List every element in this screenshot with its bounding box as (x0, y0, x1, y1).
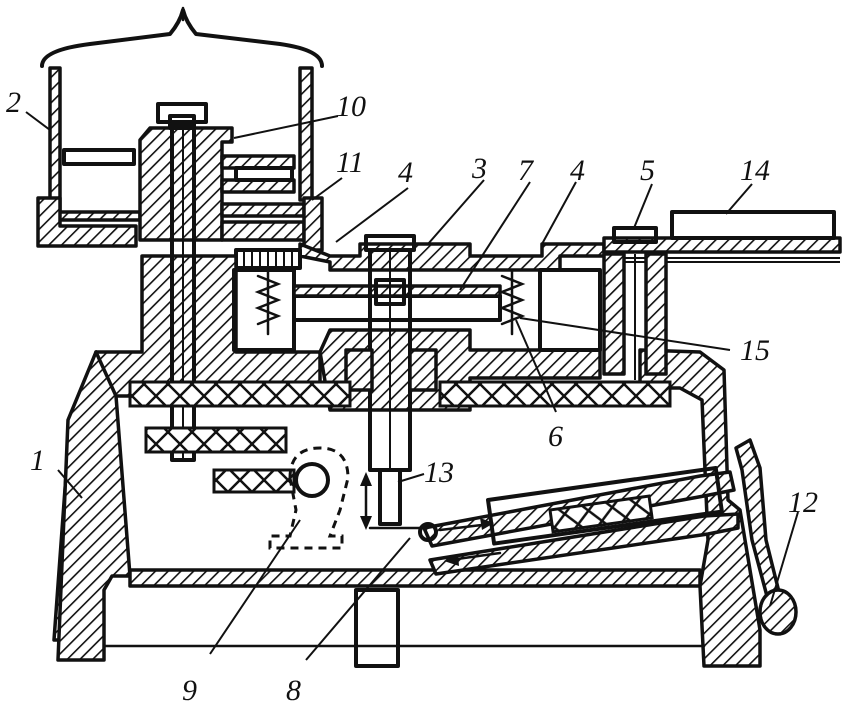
spring-right (498, 268, 526, 336)
label-4-left: 4 (398, 156, 413, 189)
label-4-right: 4 (570, 154, 585, 187)
gear-train (144, 426, 330, 498)
label-9: 9 (182, 674, 197, 707)
label-5: 5 (640, 154, 655, 187)
right-post (602, 226, 668, 380)
top-plate (298, 210, 842, 272)
cover-lid (40, 6, 324, 68)
label-15: 15 (740, 334, 770, 367)
gear-ring (234, 248, 302, 270)
gear-row (128, 380, 672, 408)
inner-chamber (232, 268, 602, 352)
label-12: 12 (788, 486, 818, 519)
spring-left (254, 268, 282, 336)
leader-lines (25, 111, 799, 661)
label-7: 7 (518, 154, 535, 187)
label-3: 3 (471, 152, 487, 185)
stroke-arrow (360, 472, 372, 530)
label-14: 14 (740, 154, 770, 187)
central-shaft (344, 234, 438, 526)
label-13: 13 (424, 456, 454, 489)
label-8: 8 (286, 674, 301, 707)
label-11: 11 (336, 146, 364, 179)
label-6: 6 (548, 420, 563, 453)
label-2: 2 (6, 86, 21, 119)
label-10: 10 (336, 90, 366, 123)
part-labels: 2 1 10 11 4 3 7 4 5 14 15 6 13 12 9 8 (6, 86, 818, 707)
handle-lever (734, 438, 798, 636)
label-1: 1 (30, 444, 45, 477)
inclined-cylinder (368, 465, 740, 576)
